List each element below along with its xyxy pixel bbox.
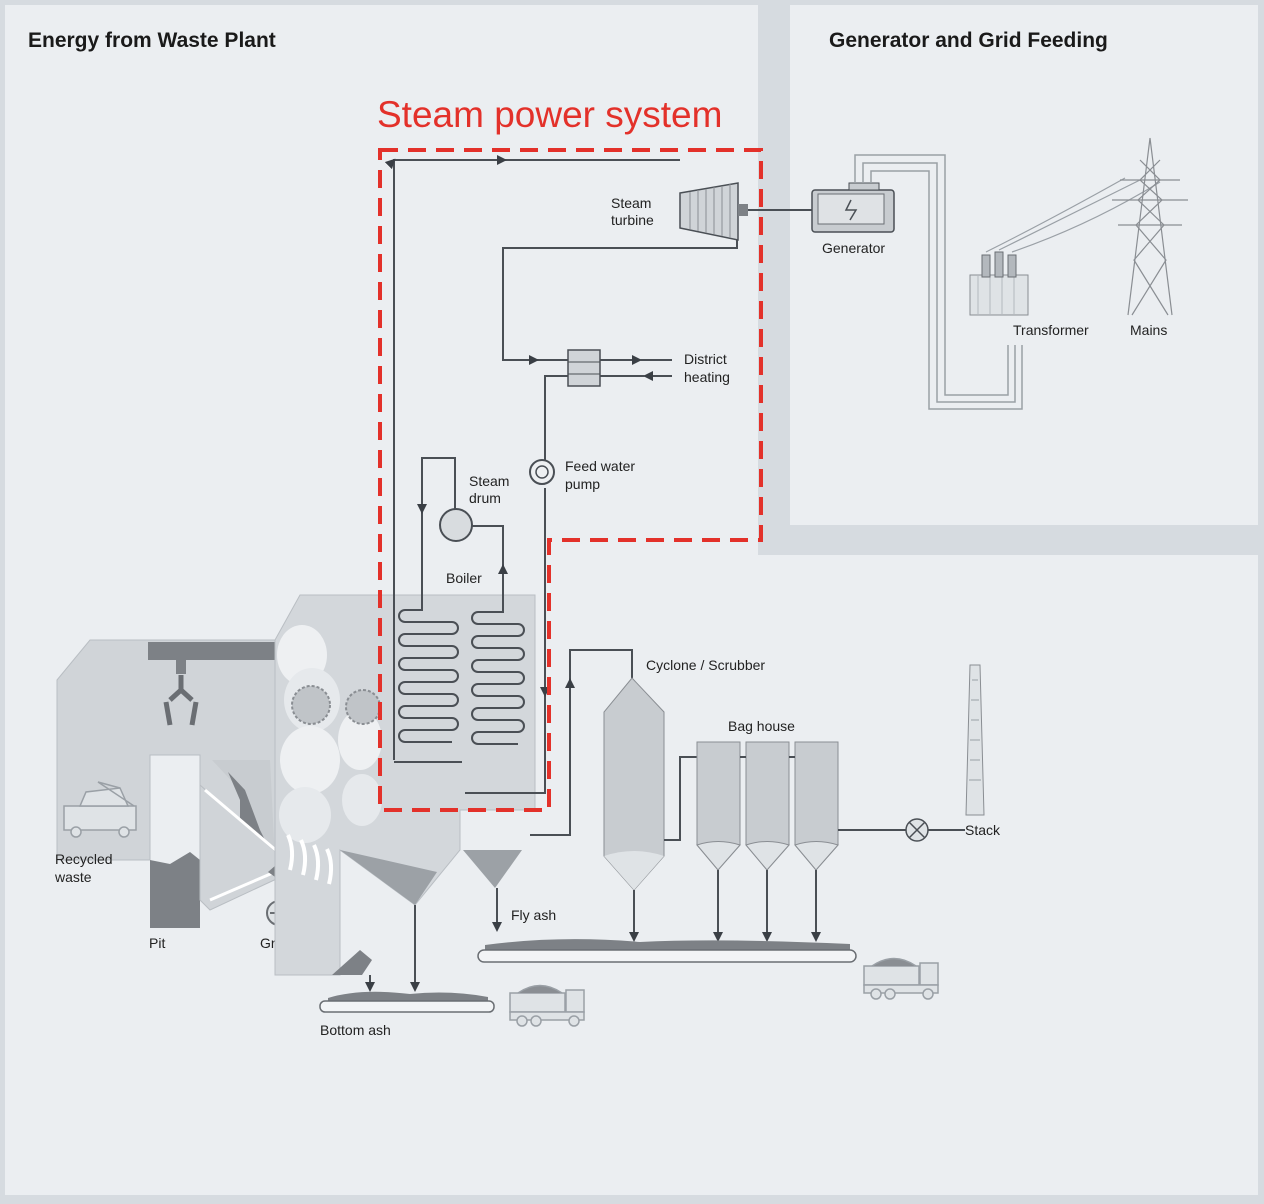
steam-power-system-title: Steam power system [377, 94, 722, 135]
bottom-ash-conveyor [319, 991, 495, 1013]
transformer-label: Transformer [1013, 322, 1089, 338]
stack-icon [965, 664, 985, 816]
bag-house-label: Bag house [728, 718, 795, 734]
steam-drum-icon [439, 508, 473, 542]
boiler-tubes [398, 600, 525, 745]
recycled-waste-truck-icon [63, 781, 137, 838]
flue-gas-duct [530, 649, 633, 836]
steam-turbine-label-2: turbine [611, 212, 654, 228]
fly-ash-label: Fly ash [511, 907, 556, 923]
stack-label: Stack [965, 822, 1001, 838]
steam-turbine-label-1: Steam [611, 195, 651, 211]
steam-drum-label-2: drum [469, 490, 501, 506]
grid-panel-title: Generator and Grid Feeding [829, 29, 1108, 52]
cyclone-scrubber-label: Cyclone / Scrubber [646, 657, 765, 673]
recycled-waste-label-1: Recycled [55, 851, 113, 867]
district-heating-label-2: heating [684, 369, 730, 385]
fly-ash-truck-icon [863, 957, 939, 1000]
mains-pylon-icon [1112, 137, 1188, 316]
boiler-label: Boiler [446, 570, 482, 586]
cyclone-scrubber-icon [603, 677, 665, 891]
bottom-ash-truck-icon [509, 984, 585, 1027]
recycled-waste-label-2: waste [54, 869, 92, 885]
steam-power-system-boundary [378, 148, 763, 812]
fly-ash-conveyor [477, 939, 857, 963]
generator-label: Generator [822, 240, 885, 256]
feed-water-pump-icon [529, 459, 555, 485]
heat-exchanger-icon [567, 349, 601, 387]
plant-panel-title: Energy from Waste Plant [28, 29, 276, 52]
cyclone-to-baghouse-duct [664, 756, 698, 841]
feed-water-pump-label-1: Feed water [565, 458, 635, 474]
generator-icon [811, 182, 895, 233]
generator-cables [854, 154, 1023, 410]
plant-panel-lower [758, 555, 1258, 1195]
feed-water-pump-label-2: pump [565, 476, 600, 492]
feed-chute [199, 783, 286, 911]
pit-label: Pit [149, 935, 165, 951]
furnace [274, 594, 536, 976]
mains-label: Mains [1130, 322, 1167, 338]
district-heating-label-1: District [684, 351, 727, 367]
grid-panel [790, 5, 1258, 525]
induced-draft-fan-icon [905, 818, 929, 842]
ash-drop-lines [365, 870, 821, 992]
bag-house-icon [696, 741, 839, 871]
transformer-icon [969, 251, 1029, 316]
bottom-ash-label: Bottom ash [320, 1022, 391, 1038]
steam-drum-label-1: Steam [469, 473, 509, 489]
steam-turbine-icon [679, 182, 748, 241]
